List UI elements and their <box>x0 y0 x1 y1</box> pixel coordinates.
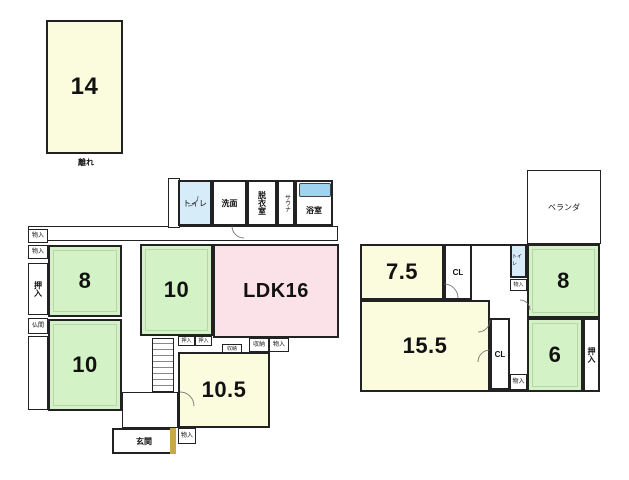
door-arc-1 <box>179 391 195 407</box>
genkan-door <box>170 428 176 454</box>
oshiire-b-label: 押入 <box>198 337 209 344</box>
ldk-room-size: LDK16 <box>243 279 309 302</box>
closet-second: 物入 <box>28 245 48 259</box>
annex-label: 離れ <box>78 158 94 167</box>
yokushitsu-label: 浴室 <box>306 205 322 215</box>
monoire-top-label: 物入 <box>513 281 524 288</box>
room-7-5-size: 7.5 <box>385 259 419 284</box>
tatami-room-6: 6 <box>527 318 583 392</box>
monoire-bottom-label: 物入 <box>512 378 525 385</box>
room-7-5: 7.5 <box>360 244 444 300</box>
monoire-bottom: 物入 <box>510 374 527 390</box>
cl-top-label: CL <box>452 267 464 277</box>
door-arc-4 <box>477 349 491 363</box>
cl-mid: CL <box>490 318 510 390</box>
door-arc-6 <box>519 299 531 311</box>
bathtub <box>299 183 331 197</box>
genkan: 玄関 <box>112 428 176 454</box>
shuno2: 収納 <box>249 338 269 352</box>
senmen-label: 洗面 <box>221 198 238 208</box>
door-arc-2 <box>231 225 245 239</box>
closet-top: 物入 <box>28 229 48 243</box>
monoire-a: 物入 <box>269 338 289 352</box>
monoire-top: 物入 <box>510 279 527 291</box>
tatami-room-10-left: 10 <box>48 319 122 411</box>
shuno-label: 収納 <box>226 345 237 352</box>
oshiire-left: 押入 <box>28 263 48 315</box>
left-strip <box>28 336 48 410</box>
tatami-room-8: 8 <box>48 245 122 317</box>
oshiire-left-label: 押入 <box>33 281 43 297</box>
door-arc-7 <box>187 195 199 207</box>
shuno2-label: 収納 <box>252 341 265 348</box>
door-arc-5 <box>443 283 459 299</box>
senmen: 洗面 <box>212 180 247 226</box>
cl-mid-label: CL <box>494 349 506 359</box>
monoire-genkan-label: 物入 <box>180 432 193 439</box>
annex-room-size: 14 <box>70 73 99 100</box>
cl-top: CL <box>444 244 472 300</box>
butsuma: 仏間 <box>28 318 48 334</box>
room-10-5-size: 10.5 <box>201 377 247 402</box>
room-10-5: 10.5 <box>178 352 270 428</box>
datsuishitsu-label: 脱衣室 <box>257 191 267 215</box>
datsuishitsu: 脱衣室 <box>247 180 277 226</box>
oshiire-b: 押入 <box>195 336 212 346</box>
veranda-label: ベランダ <box>548 202 580 212</box>
annex-room: 14 <box>46 20 123 154</box>
closet-second-label: 物入 <box>31 248 44 255</box>
tatami-room-10-center: 10 <box>140 244 213 336</box>
west-hall <box>122 392 178 428</box>
monoire-a-label: 物入 <box>272 341 285 348</box>
monoire-genkan: 物入 <box>178 428 196 444</box>
veranda: ベランダ <box>527 170 601 244</box>
genkan-label: 玄関 <box>136 436 152 446</box>
room-15-5: 15.5 <box>360 300 490 392</box>
toilet-east-label: トイレ <box>512 254 523 267</box>
oshiire-a: 押入 <box>178 336 195 346</box>
sauna-label: サウナ <box>283 194 290 212</box>
oshiire-east: 押入 <box>583 318 600 392</box>
sauna: サウナ <box>277 180 295 226</box>
ldk-room: LDK16 <box>213 244 339 338</box>
tatami-room-8-east: 8 <box>527 244 600 318</box>
door-arc-3 <box>477 319 491 333</box>
closet-top-label: 物入 <box>31 232 44 239</box>
west-stairs <box>152 338 174 392</box>
butsuma-label: 仏間 <box>31 322 44 329</box>
oshiire-east-label: 押入 <box>587 347 596 363</box>
toilet-east: トイレ <box>510 244 527 278</box>
room-15-5-size: 15.5 <box>402 333 448 358</box>
oshiire-a-label: 押入 <box>181 337 192 344</box>
